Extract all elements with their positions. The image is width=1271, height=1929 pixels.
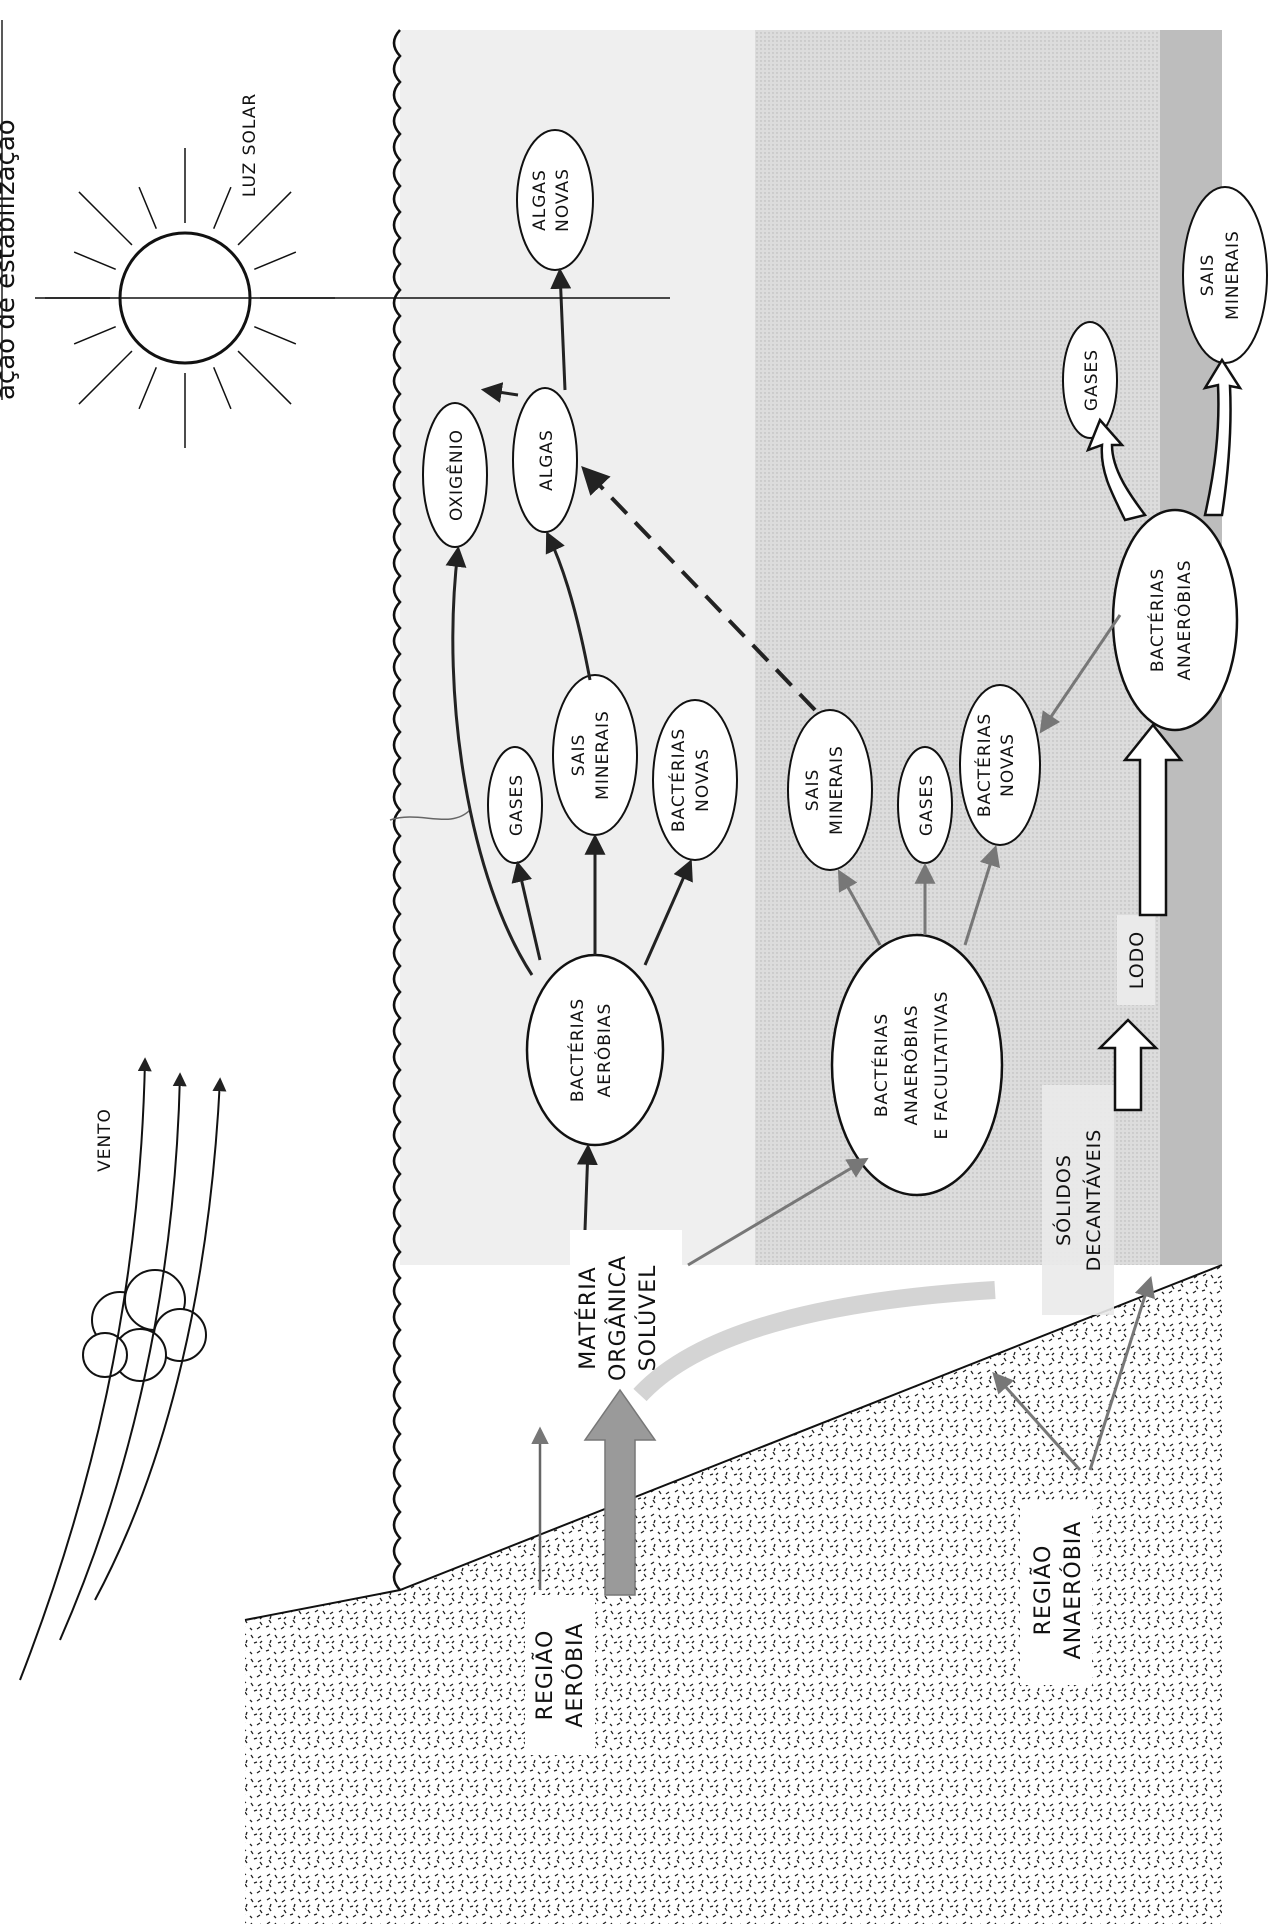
svg-text:MINERAIS: MINERAIS bbox=[1223, 230, 1243, 320]
gases-top-node: GASES bbox=[488, 747, 542, 863]
svg-text:ORGÂNICA: ORGÂNICA bbox=[605, 1255, 631, 1381]
svg-text:ANAERÓBIAS: ANAERÓBIAS bbox=[1173, 559, 1195, 680]
sun-ray bbox=[79, 192, 132, 245]
gases-mid-node: GASES bbox=[898, 747, 952, 863]
sun-ray bbox=[74, 252, 116, 269]
sais-minerais-mid-node: SAIS MINERAIS bbox=[788, 710, 872, 870]
bacterias-novas-mid-node: BACTÉRIAS NOVAS bbox=[960, 685, 1040, 845]
oxigenio-node: OXIGÊNIO bbox=[423, 403, 487, 547]
lodo-label: LODO bbox=[1117, 915, 1155, 1005]
svg-text:OXIGÊNIO: OXIGÊNIO bbox=[445, 429, 467, 521]
sun-ray bbox=[74, 327, 116, 344]
svg-text:SAIS: SAIS bbox=[803, 769, 823, 812]
svg-text:BACTÉRIAS: BACTÉRIAS bbox=[870, 1013, 892, 1117]
svg-text:SÓLIDOS: SÓLIDOS bbox=[1051, 1154, 1075, 1246]
svg-text:BACTÉRIAS: BACTÉRIAS bbox=[1146, 568, 1168, 672]
algas-novas-node: ALGAS NOVAS bbox=[517, 130, 593, 270]
svg-text:REGIÃO: REGIÃO bbox=[1029, 1545, 1056, 1636]
bacterias-facultativas-node: BACTÉRIAS ANAERÓBIAS E FACULTATIVAS bbox=[832, 935, 1002, 1195]
svg-text:REGIÃO: REGIÃO bbox=[531, 1630, 558, 1721]
bacterias-aerobias-node: BACTÉRIAS AERÓBIAS bbox=[527, 955, 663, 1145]
svg-text:SAIS: SAIS bbox=[1198, 254, 1218, 297]
sun-ray bbox=[254, 252, 296, 269]
regiao-anaerobia-label: REGIÃO ANAERÓBIA bbox=[1020, 1500, 1092, 1685]
luz-solar-label: LUZ SOLAR bbox=[240, 93, 260, 197]
solidos-decantaveis-label: SÓLIDOS DECANTÁVEIS bbox=[1042, 1085, 1114, 1315]
svg-text:ANAERÓBIAS: ANAERÓBIAS bbox=[900, 1004, 922, 1125]
bacterias-anaerobias-node: BACTÉRIAS ANAERÓBIAS bbox=[1113, 510, 1237, 730]
svg-text:NOVAS: NOVAS bbox=[553, 168, 573, 232]
svg-text:AERÓBIA: AERÓBIA bbox=[562, 1622, 588, 1727]
bacterias-novas-top-node: BACTÉRIAS NOVAS bbox=[653, 700, 737, 860]
sun-ray bbox=[214, 367, 231, 409]
svg-text:NOVAS: NOVAS bbox=[998, 733, 1018, 797]
sun-ray bbox=[238, 192, 291, 245]
svg-text:DECANTÁVEIS: DECANTÁVEIS bbox=[1082, 1129, 1105, 1272]
svg-text:BACTÉRIAS: BACTÉRIAS bbox=[973, 713, 995, 817]
header-fragment: ação de estabilização bbox=[0, 119, 21, 400]
algas-node: ALGAS bbox=[513, 388, 577, 532]
sais-minerais-bottom-node: SAIS MINERAIS bbox=[1183, 187, 1267, 363]
svg-text:BACTÉRIAS: BACTÉRIAS bbox=[667, 728, 689, 832]
svg-text:MATÉRIA: MATÉRIA bbox=[575, 1266, 601, 1370]
svg-text:GASES: GASES bbox=[507, 774, 527, 836]
svg-text:NOVAS: NOVAS bbox=[693, 748, 713, 812]
svg-text:GASES: GASES bbox=[1082, 349, 1102, 411]
sais-minerais-top-node: SAIS MINERAIS bbox=[553, 675, 637, 835]
sun-ray bbox=[79, 351, 132, 404]
sun-ray bbox=[139, 367, 156, 409]
svg-text:SAIS: SAIS bbox=[569, 734, 589, 777]
sun-ray bbox=[254, 327, 296, 344]
svg-text:AERÓBIAS: AERÓBIAS bbox=[593, 1003, 615, 1098]
svg-text:ALGAS: ALGAS bbox=[537, 429, 557, 491]
sun-ray bbox=[238, 351, 291, 404]
svg-text:BACTÉRIAS: BACTÉRIAS bbox=[566, 998, 588, 1102]
cloud-icon bbox=[83, 1270, 206, 1381]
sun-ray bbox=[214, 187, 231, 229]
water-surface-line bbox=[394, 30, 400, 1590]
svg-text:MINERAIS: MINERAIS bbox=[827, 745, 847, 835]
regiao-aerobia-label: REGIÃO AERÓBIA bbox=[525, 1595, 595, 1755]
svg-text:SOLÚVEL: SOLÚVEL bbox=[635, 1265, 661, 1372]
vento-label: VENTO bbox=[95, 1108, 115, 1172]
svg-text:GASES: GASES bbox=[917, 774, 937, 836]
gases-bottom-node: GASES bbox=[1063, 322, 1117, 438]
svg-text:E FACULTATIVAS: E FACULTATIVAS bbox=[932, 991, 952, 1140]
svg-text:ALGAS: ALGAS bbox=[530, 169, 550, 231]
sun-ray bbox=[139, 187, 156, 229]
svg-text:MINERAIS: MINERAIS bbox=[593, 710, 613, 800]
svg-text:LODO: LODO bbox=[1126, 931, 1148, 989]
svg-text:ANAERÓBIA: ANAERÓBIA bbox=[1060, 1521, 1086, 1660]
